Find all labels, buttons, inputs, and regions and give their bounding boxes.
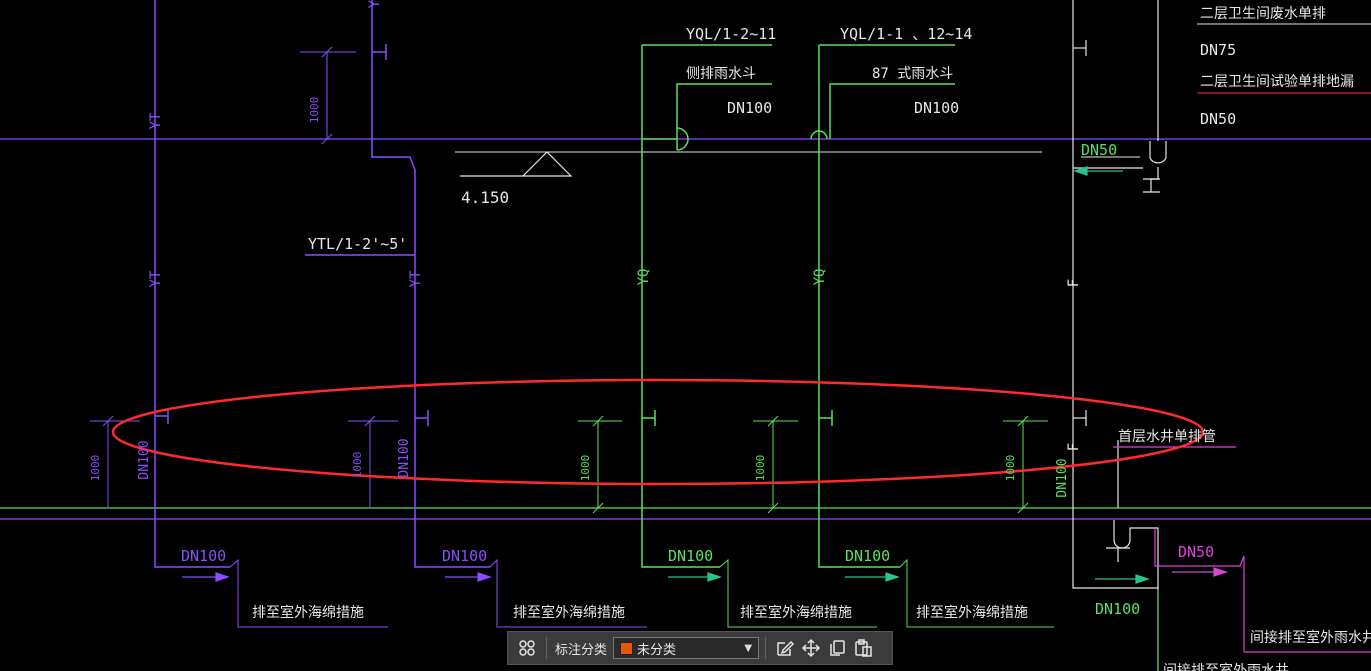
f-pipe [1072, 0, 1167, 671]
paste-icon[interactable] [850, 635, 876, 661]
dim-upper-value: 1000 [308, 97, 321, 124]
dim-upper [300, 46, 356, 145]
outlet-text-1: 排至室外海绵措施 [252, 604, 364, 621]
top-right-leaders [1081, 23, 1371, 158]
label-dn100-bottom-right: DN100 [1095, 600, 1140, 618]
dim-lower-green [578, 415, 1048, 514]
drain87-symbol [810, 130, 828, 140]
label-ytl: YTL/1-2'~5' [308, 235, 407, 253]
dim-lower-value-5: 1000 [1004, 455, 1017, 482]
label-yql-a: YQL/1-2~11 [686, 25, 776, 43]
category-select[interactable]: 未分类 ▼ [613, 637, 760, 659]
dim-lower-value-3: 1000 [579, 455, 592, 482]
label-side-drain: 侧排雨水斗 [686, 66, 756, 82]
yt-riser-left [154, 0, 230, 568]
label-dn100-b: DN100 [914, 99, 959, 117]
pipe-tag-f-2: F [1066, 443, 1082, 451]
side-drain-symbol [676, 127, 689, 151]
magenta-drain [1113, 446, 1371, 653]
label-indirect-cut: 间接排至室外雨水井 [1163, 662, 1289, 671]
label-yql-b: YQL/1-1 、12~14 [840, 25, 972, 43]
toolbar-divider [765, 637, 767, 659]
label-dn100-a: DN100 [727, 99, 772, 117]
riser-dn-2: DN100 [397, 438, 412, 477]
outlet-text-4: 排至室外海绵措施 [916, 604, 1028, 621]
yq-pipe-left-riser [641, 45, 720, 568]
category-select-value: 未分类 [637, 642, 677, 658]
floor-lines [0, 138, 1371, 520]
outlet-text-2: 排至室外海绵措施 [513, 604, 625, 621]
highlight-ellipse [111, 378, 1205, 486]
label-drain87: 87 式雨水斗 [872, 66, 953, 82]
drain87-leader [829, 83, 955, 139]
grid-icon[interactable] [514, 635, 540, 661]
move-icon[interactable] [798, 635, 824, 661]
text-labels: YQL/1-2~11 YQL/1-1 、12~14 侧排雨水斗 87 式雨水斗 … [89, 0, 1371, 671]
label-dn75: DN75 [1200, 41, 1236, 59]
pipe-tag-yt-1: YT [148, 112, 164, 129]
toolbar-divider [546, 637, 547, 659]
pipe-tag-yt-4: YT [367, 0, 383, 8]
top-trap-u [1149, 141, 1167, 164]
label-ground-single: 首层水井单排管 [1118, 429, 1216, 445]
yq-pipes [641, 44, 955, 568]
category-color-swatch [620, 641, 634, 655]
pipe-tag-yq-2: YQ [812, 269, 828, 286]
label-elevation: 4.150 [461, 188, 509, 207]
label-dn50-right: DN50 [1178, 543, 1214, 561]
label-top-note2: 二层卫生间试验单排地漏 [1200, 74, 1354, 90]
elevation-mark [460, 151, 573, 177]
dim-lower-purple [90, 415, 398, 508]
pipe-tag-f-1: F [1066, 279, 1082, 287]
label-indirect: 间接排至室外雨水井 [1250, 629, 1371, 646]
label-dn50-mid: DN50 [1081, 141, 1117, 159]
outlet-dn-2: DN100 [442, 547, 487, 565]
outlet-text-3: 排至室外海绵措施 [740, 604, 852, 621]
dim-lower-value-1: 1000 [89, 455, 102, 482]
riser-dn-1: DN100 [137, 440, 152, 479]
chevron-down-icon: ▼ [744, 642, 753, 654]
pipe-tag-yq-1: YQ [636, 269, 652, 286]
label-dn50-top: DN50 [1200, 110, 1236, 128]
label-top-note1: 二层卫生间废水单排 [1200, 6, 1326, 22]
pipe-tag-yt-3: YT [408, 270, 424, 287]
dim-lower-value-4: 1000 [754, 455, 767, 482]
edit-icon[interactable] [772, 635, 798, 661]
outlet-dn-3: DN100 [668, 547, 713, 565]
f-riser [1072, 0, 1159, 671]
category-label: 标注分类 [555, 642, 608, 658]
yt-riser-mid [371, 0, 490, 568]
copy-icon[interactable] [824, 635, 850, 661]
annotation-toolbar: 标注分类 未分类 ▼ [507, 631, 893, 665]
yq-pipe-right-riser [818, 45, 900, 568]
pipe-tag-yt-2: YT [148, 270, 164, 287]
outlet-dn-4: DN100 [845, 547, 890, 565]
dim-lower-value-2: 1000 [351, 452, 364, 479]
riser-dn-3: DN100 [1055, 458, 1070, 497]
side-drain-leader [676, 83, 772, 150]
outlet-dn-1: DN100 [181, 547, 226, 565]
yt-risers [154, 0, 490, 568]
flow-arrows [182, 166, 1228, 584]
outlet-lines [229, 558, 1159, 671]
